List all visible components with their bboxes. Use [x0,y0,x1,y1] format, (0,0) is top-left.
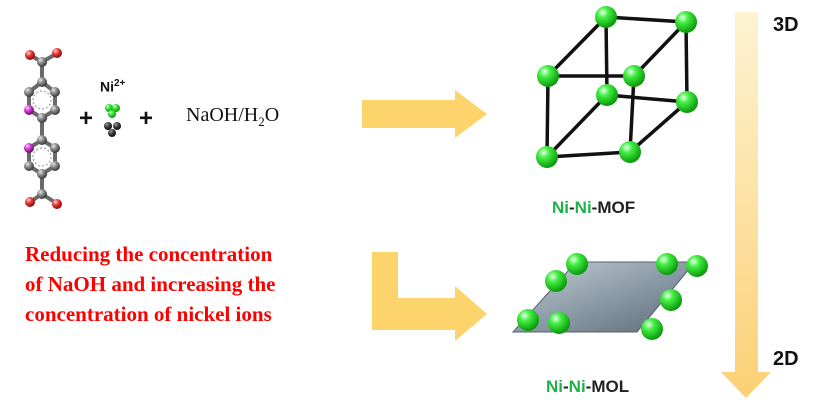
mol-label: Ni-Ni-MOL [546,377,630,396]
nickel-ion-icon [104,104,121,137]
mof-node [595,6,617,28]
mof-cube-structure [536,6,698,168]
condition-text: Reducing the concentration of NaOH and i… [25,239,275,329]
mol-node [686,255,708,277]
mol-node [517,309,539,331]
mof-node [675,11,697,33]
mol-node [641,318,663,340]
condition-line: concentration of nickel ions [25,302,272,326]
condition-line: of NaOH and increasing the [25,272,276,296]
mol-node [548,312,570,334]
plus-sign-2: + [139,105,154,132]
mol-sheet-structure [511,253,708,340]
reaction-arrow-bottom [372,252,487,341]
mof-node [676,91,698,113]
reaction-arrow-top [362,90,487,138]
mof-node [619,141,641,163]
mol-node [545,270,567,292]
mof-node [623,65,645,87]
mol-node [566,253,588,275]
linker-molecule [24,48,62,209]
mol-node [656,253,678,275]
reagent-label: NaOH/H2O [186,104,280,129]
mof-label: Ni-Ni-MOF [552,198,636,217]
dimension-2d-label: 2D [773,348,799,370]
mol-node [660,289,682,311]
mof-node [536,146,558,168]
dimension-3d-label: 3D [773,14,799,36]
condition-line: Reducing the concentration [25,242,273,266]
mof-node [596,84,618,106]
plus-sign-1: + [79,105,94,132]
mof-node [537,65,559,87]
nickel-ion-label: Ni2+ [100,78,126,95]
dimension-arrow [721,12,771,398]
